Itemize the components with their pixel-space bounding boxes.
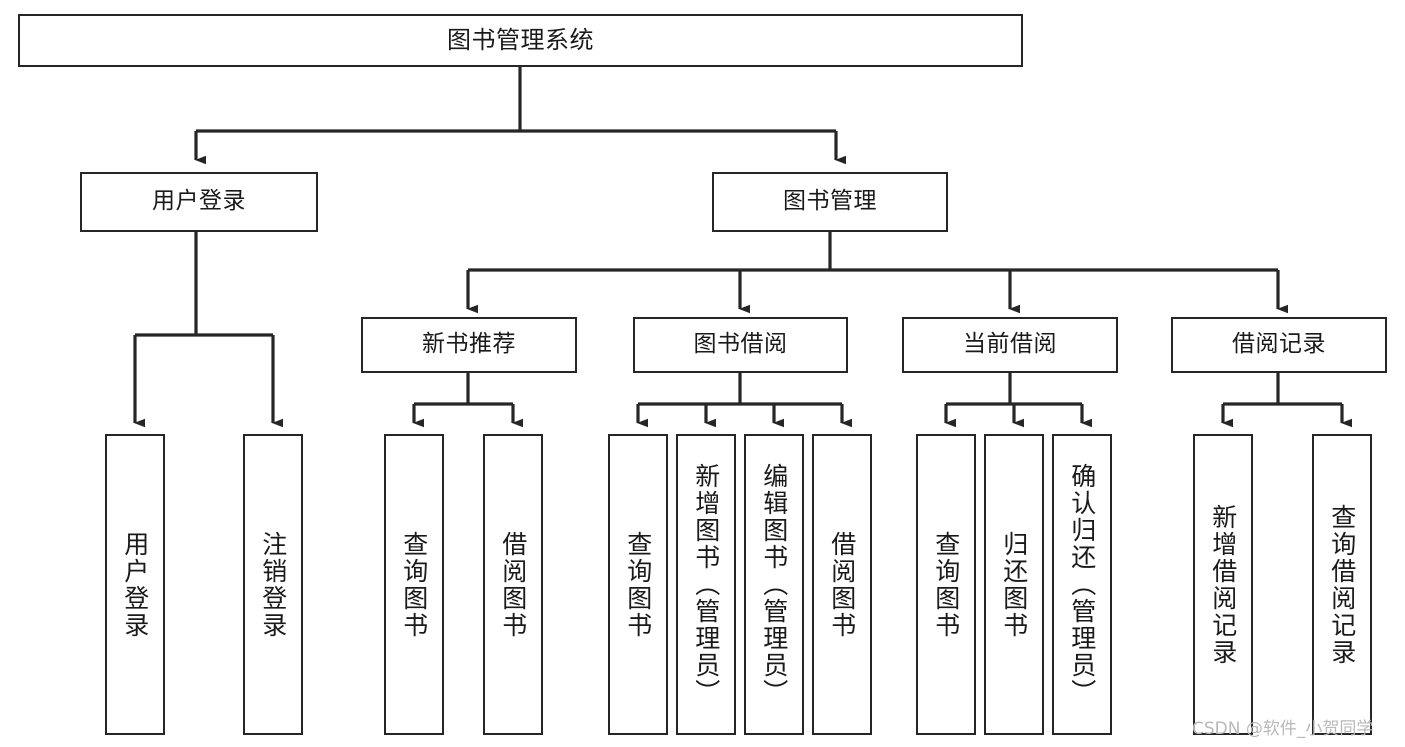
node-leaf-query-book-3[interactable]: 查询图书 [916, 434, 976, 735]
node-book-borrow-label: 图书借阅 [693, 331, 788, 358]
node-book-borrow[interactable]: 图书借阅 [633, 317, 848, 373]
node-user-login-label: 用户登录 [152, 188, 246, 215]
node-leaf-borrow-book-1[interactable]: 借阅图书 [483, 434, 543, 735]
node-leaf-borrow-book-2[interactable]: 借阅图书 [812, 434, 872, 735]
node-leaf-add-book[interactable]: 新增图书（管理员） [676, 434, 736, 735]
node-new-book-recommend[interactable]: 新书推荐 [361, 317, 577, 373]
node-leaf-user-login-label: 用户登录 [120, 530, 150, 639]
node-book-manage[interactable]: 图书管理 [712, 172, 948, 232]
node-leaf-borrow-book-2-label: 借阅图书 [827, 530, 857, 639]
node-leaf-edit-book-label: 编辑图书（管理员） [759, 463, 789, 706]
node-book-manage-label: 图书管理 [783, 188, 877, 215]
node-new-book-recommend-label: 新书推荐 [422, 331, 516, 358]
watermark: CSDN @软件_小贺同学 [1192, 719, 1374, 739]
node-leaf-query-book-2-label: 查询图书 [623, 530, 653, 639]
node-leaf-query-book-3-label: 查询图书 [931, 530, 961, 639]
node-leaf-query-book-2[interactable]: 查询图书 [608, 434, 668, 735]
node-leaf-confirm-return[interactable]: 确认归还（管理员） [1052, 434, 1112, 735]
node-root[interactable]: 图书管理系统 [18, 14, 1023, 67]
node-leaf-borrow-book-1-label: 借阅图书 [498, 530, 528, 639]
node-user-login[interactable]: 用户登录 [80, 172, 318, 232]
node-root-label: 图书管理系统 [447, 26, 594, 55]
node-leaf-query-book-1[interactable]: 查询图书 [384, 434, 444, 735]
node-borrow-record[interactable]: 借阅记录 [1171, 317, 1387, 373]
node-leaf-logout-login[interactable]: 注销登录 [243, 434, 303, 735]
node-leaf-logout-login-label: 注销登录 [258, 530, 288, 639]
node-leaf-add-book-label: 新增图书（管理员） [691, 463, 721, 706]
node-leaf-confirm-return-label: 确认归还（管理员） [1067, 463, 1097, 706]
node-leaf-add-record[interactable]: 新增借阅记录 [1193, 434, 1253, 735]
node-leaf-return-book-label: 归还图书 [999, 530, 1029, 639]
node-current-borrow-label: 当前借阅 [963, 331, 1057, 358]
node-leaf-user-login[interactable]: 用户登录 [105, 434, 165, 735]
node-leaf-query-record[interactable]: 查询借阅记录 [1312, 434, 1372, 735]
node-leaf-query-record-label: 查询借阅记录 [1327, 503, 1357, 666]
node-borrow-record-label: 借阅记录 [1232, 331, 1326, 358]
node-current-borrow[interactable]: 当前借阅 [902, 317, 1118, 373]
node-leaf-query-book-1-label: 查询图书 [399, 530, 429, 639]
node-leaf-return-book[interactable]: 归还图书 [984, 434, 1044, 735]
node-leaf-edit-book[interactable]: 编辑图书（管理员） [744, 434, 804, 735]
node-leaf-add-record-label: 新增借阅记录 [1208, 503, 1238, 666]
